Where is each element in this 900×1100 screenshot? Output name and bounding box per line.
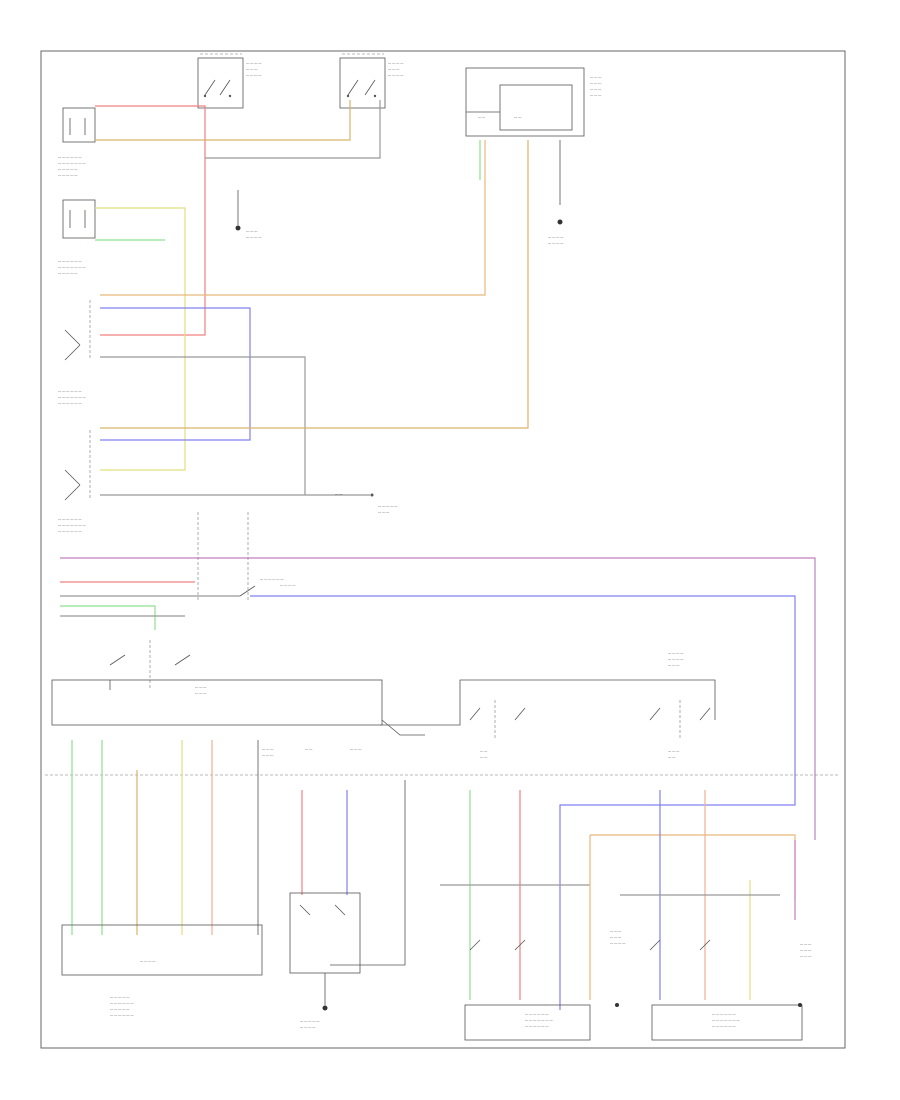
svg-text:— —: — — [335, 492, 343, 496]
svg-text:— — —: — — — [388, 67, 400, 71]
svg-text:— — — — — — —: — — — — — — — [58, 161, 86, 165]
svg-text:— — — — — —: — — — — — — [110, 1013, 134, 1017]
svg-text:— — — —: — — — — [246, 73, 262, 77]
svg-text:— — — — —: — — — — — [58, 271, 78, 275]
wires-top: — — — — — — — — — — [95, 100, 529, 514]
svg-text:— — — — — — —: — — — — — — — [712, 1018, 740, 1022]
wires-middle: — — — — — — — — — — [60, 512, 816, 1010]
svg-text:— — —: — — — [610, 929, 622, 933]
svg-text:— — — —: — — — — [140, 959, 156, 963]
svg-text:— — —: — — — [350, 747, 362, 751]
svg-text:— — —: — — — [262, 747, 274, 751]
svg-text:— — — —: — — — — [280, 583, 296, 587]
svg-text:— —: — — [514, 115, 522, 119]
wires-bottom-right: — — — — — — — — — — — — — — — — — — — — … [440, 790, 812, 1041]
svg-text:— — — —: — — — — [668, 657, 684, 661]
svg-text:— — —: — — — [246, 229, 258, 233]
svg-text:— — — — — —: — — — — — — [525, 1012, 549, 1016]
svg-text:— — — — — — —: — — — — — — — [58, 265, 86, 269]
svg-text:— — — — — — —: — — — — — — — [58, 523, 86, 527]
svg-text:— — —: — — — [590, 81, 602, 85]
svg-text:— — —: — — — [195, 685, 207, 689]
module-box [465, 67, 585, 137]
top-right-module: — — — — — — — — — — — — — — — — [465, 67, 602, 137]
svg-text:— — — — — —: — — — — — — [58, 529, 82, 533]
svg-text:— —: — — [480, 755, 488, 759]
mirror-switch-top: — — — — — — — — — — — — — — — — — — — — … [58, 107, 96, 275]
svg-text:— — — — —: — — — — — [110, 995, 130, 999]
svg-text:— — —: — — — [800, 954, 812, 958]
svg-text:— —: — — [480, 749, 488, 753]
svg-text:— — — — — —: — — — — — — [260, 577, 284, 581]
svg-text:— — —: — — — [800, 942, 812, 946]
svg-text:— — — — — —: — — — — — — [58, 389, 82, 393]
svg-text:— — — — — — —: — — — — — — — [58, 395, 86, 399]
diagram-frame [40, 50, 846, 1049]
svg-text:— — — — —: — — — — — [378, 504, 398, 508]
svg-text:— — —: — — — [195, 691, 207, 695]
svg-text:— — —: — — — [262, 753, 274, 757]
svg-text:— — — —: — — — — [610, 941, 626, 945]
svg-text:— — —: — — — [590, 93, 602, 97]
wires-bottom-center: — — — — — — — — — — — — — — — — — — — — [262, 747, 406, 1029]
svg-text:— — — — — —: — — — — — — [712, 1024, 736, 1028]
svg-text:— — —: — — — [378, 510, 390, 514]
svg-text:— — — — — —: — — — — — — [110, 1001, 134, 1005]
svg-text:— — —: — — — [246, 67, 258, 71]
middle-relay-block: — — — — — — [51, 640, 716, 736]
svg-text:— — — —: — — — — [300, 1025, 316, 1029]
svg-text:— — —: — — — [610, 935, 622, 939]
svg-text:— —: — — [478, 115, 486, 119]
svg-text:— — — — —: — — — — — [300, 1019, 320, 1023]
svg-text:— — —: — — — [590, 87, 602, 91]
svg-text:— — —: — — — [668, 663, 680, 667]
wires-bottom-left: — — — — — — — — — — — — — — — — — — — — … [61, 740, 263, 1017]
svg-text:— — —: — — — [800, 948, 812, 952]
svg-text:— — —: — — — [668, 749, 680, 753]
svg-text:— — —: — — — [590, 75, 602, 79]
svg-text:— — — — — —: — — — — — — [712, 1012, 736, 1016]
svg-text:— — — — —: — — — — — [58, 173, 78, 177]
upper-relay-group: — — — — — — — — — — — — — — — — — — — — … [197, 53, 404, 109]
svg-text:— — — —: — — — — [246, 235, 262, 239]
svg-text:— — — —: — — — — [388, 73, 404, 77]
svg-text:— —: — — [305, 747, 313, 751]
svg-text:— —: — — [668, 755, 676, 759]
svg-text:— — — — — —: — — — — — — [58, 517, 82, 521]
right-switch-tops: — — — — — — — — — — — — — — — — — — — — [469, 651, 711, 759]
svg-text:— — — — —: — — — — — [58, 167, 78, 171]
relay-block-left [197, 57, 244, 109]
svg-text:— — — — — —: — — — — — — [58, 155, 82, 159]
relay-block-mid [339, 57, 386, 109]
svg-text:— — — — —: — — — — — [110, 1007, 130, 1011]
svg-text:— — — —: — — — — [668, 651, 684, 655]
svg-text:— — — — — —: — — — — — — [525, 1024, 549, 1028]
mirror-select-switch: — — — — — — — — — — — — — — — — — — — — … [58, 300, 91, 533]
svg-text:— — — — — — —: — — — — — — — [525, 1018, 553, 1022]
svg-text:— — — —: — — — — [548, 241, 564, 245]
svg-text:— — — —: — — — — [548, 235, 564, 239]
ground-symbols-top: — — — — — — — — — — — — — — — [235, 140, 564, 245]
svg-text:— — — — — —: — — — — — — [58, 259, 82, 263]
svg-text:— — — —: — — — — [246, 61, 262, 65]
svg-text:— — — —: — — — — [388, 61, 404, 65]
svg-text:— — — — — —: — — — — — — [58, 401, 82, 405]
